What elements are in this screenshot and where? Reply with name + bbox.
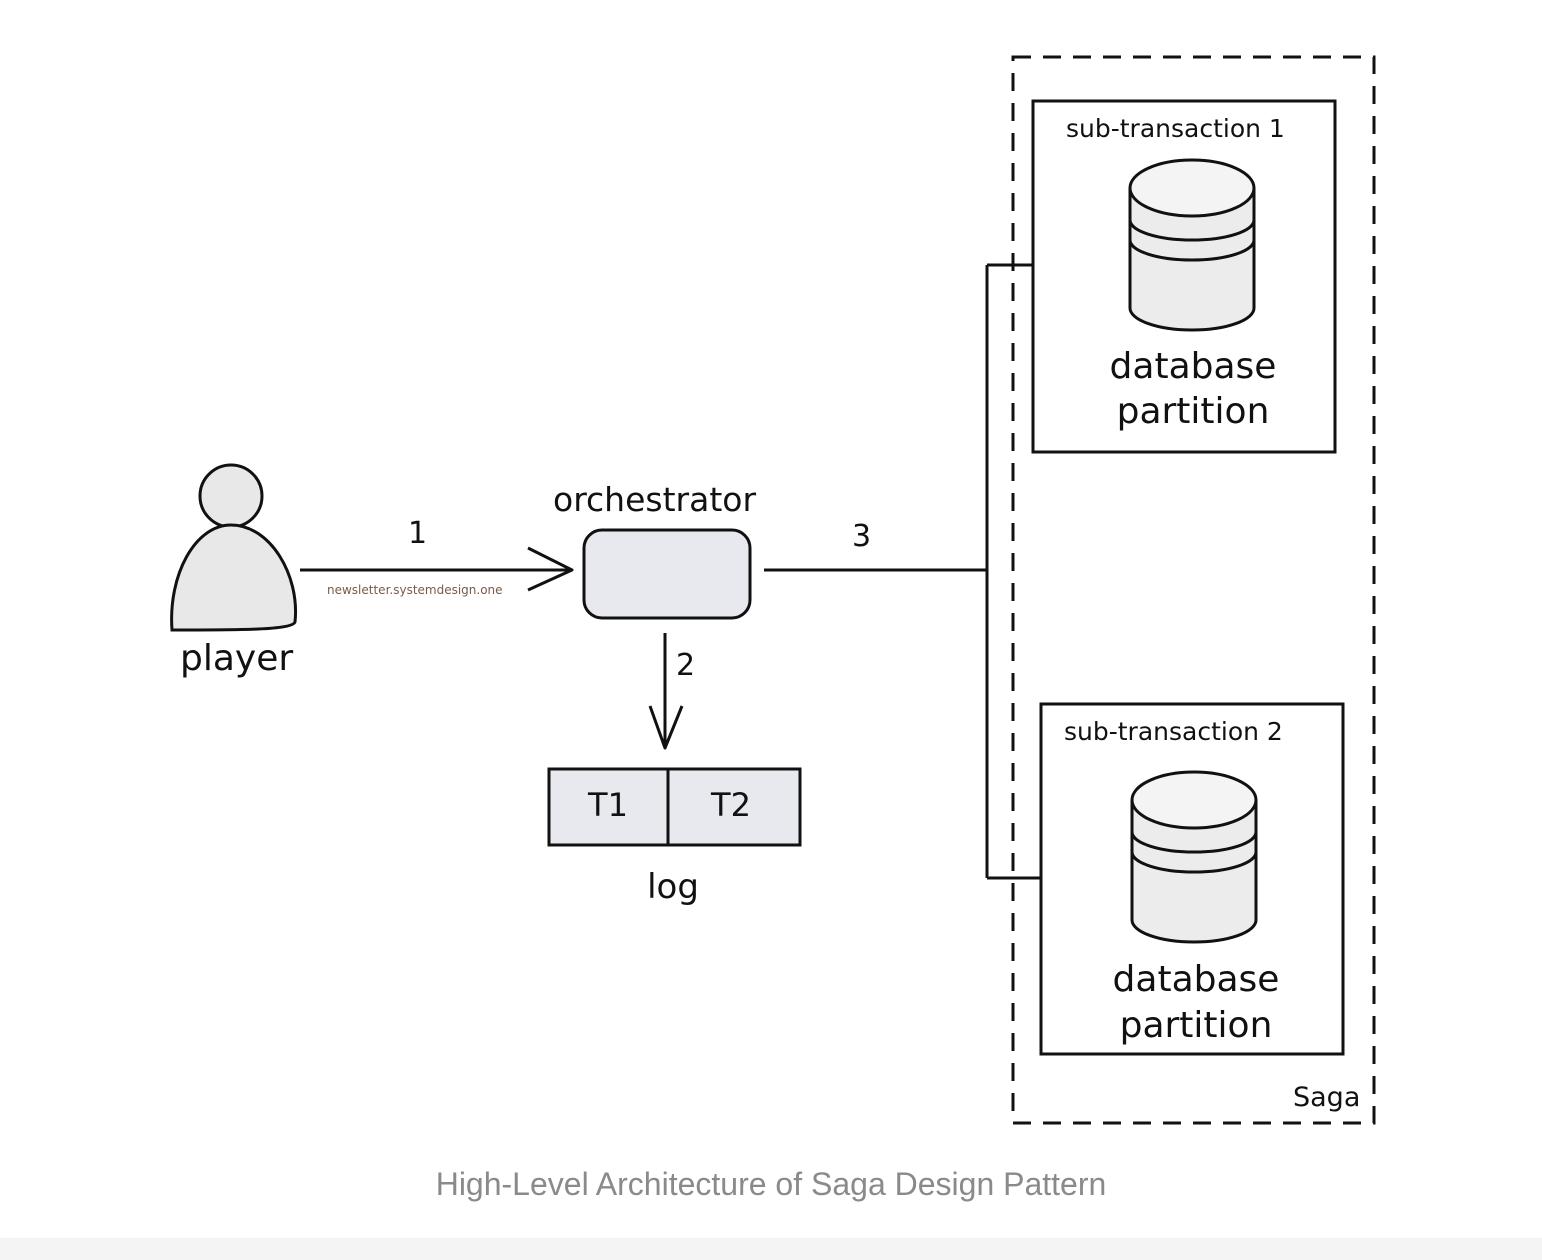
- orchestrator-label: orchestrator: [553, 480, 756, 519]
- page-bottom-bar: [0, 1238, 1542, 1260]
- log-box: [547, 767, 802, 847]
- sub-transaction-1-title: sub-transaction 1: [1066, 114, 1285, 143]
- edge-2-label: 2: [676, 648, 695, 683]
- edge-1-label: 1: [408, 516, 427, 551]
- log-label: log: [647, 867, 699, 907]
- edge-3-label: 3: [852, 519, 871, 554]
- player-icon: [170, 463, 298, 632]
- log-cell-t1: T1: [587, 786, 628, 824]
- watermark: newsletter.systemdesign.one: [327, 583, 503, 597]
- sub-transaction-2-title: sub-transaction 2: [1064, 717, 1283, 746]
- saga-architecture-diagram: Saga sub-transaction 1 database partitio…: [170, 55, 1376, 1125]
- saga-boundary: [1011, 55, 1376, 1125]
- sub-transaction-1-db-label-line1: database: [1110, 346, 1277, 387]
- figure-caption: High-Level Architecture of Saga Design P…: [435, 1166, 1107, 1202]
- saga-label: Saga: [1293, 1082, 1360, 1113]
- log-cell-t2: T2: [710, 786, 751, 824]
- edge-orchestrator-saga: [764, 263, 1041, 880]
- arrowhead-icon: [527, 546, 574, 592]
- orchestrator-box: [582, 528, 752, 620]
- player-label: player: [180, 638, 293, 679]
- sub-transaction-2-db-label-line1: database: [1113, 959, 1280, 1000]
- sub-transaction-1-db-label-line2: partition: [1117, 391, 1270, 432]
- database-icon: [1128, 158, 1256, 332]
- arrowhead-icon: [648, 705, 684, 750]
- database-icon: [1130, 770, 1258, 944]
- sub-transaction-2-db-label-line2: partition: [1120, 1005, 1273, 1046]
